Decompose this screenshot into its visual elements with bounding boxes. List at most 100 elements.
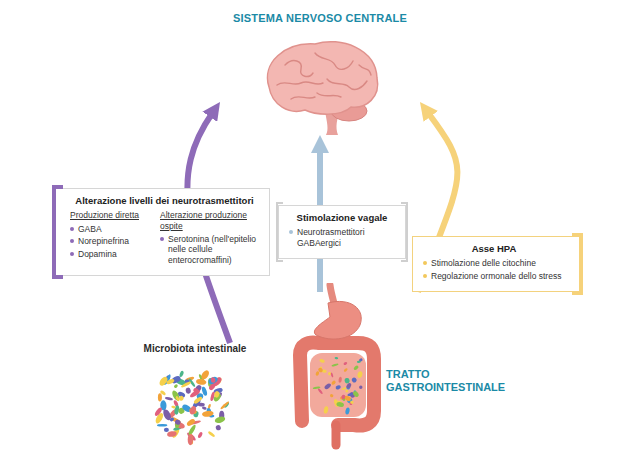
bracket	[401, 202, 408, 262]
microbe	[207, 404, 211, 409]
microbe	[197, 403, 204, 407]
microbe	[174, 419, 181, 426]
microbe	[319, 359, 325, 364]
microbe	[214, 391, 220, 399]
bullet-item: Stimolazione delle citochine	[423, 258, 565, 269]
microbe	[210, 377, 215, 383]
microbe	[315, 371, 320, 376]
illustration-label: TRATTO GASTROINTESTINALE	[386, 368, 504, 394]
microbes	[154, 369, 230, 445]
microbe	[180, 381, 191, 389]
bullet-text: Regolazione ormonale dello stress	[431, 271, 561, 282]
microbe	[171, 389, 181, 402]
microbe	[193, 387, 200, 394]
neurotransmitter-box: Alterazione livelli dei neurotrasmettito…	[55, 188, 270, 276]
microbe	[220, 401, 230, 410]
microbe	[331, 363, 338, 367]
microbe	[338, 377, 342, 383]
microbiota-illustration	[146, 362, 236, 448]
illustration-label: Microbiota intestinale	[135, 343, 255, 354]
microbe	[164, 428, 169, 432]
bullet-dot	[289, 230, 293, 234]
brain-illustration	[255, 35, 385, 135]
microbe	[202, 410, 214, 417]
section-title: SISTEMA NERVOSO CENTRALE	[220, 12, 420, 24]
large-intestine	[300, 343, 374, 426]
shape	[359, 65, 371, 75]
bullet-text: Norepinefrina	[78, 236, 129, 247]
bullet-text: Stimolazione delle citochine	[431, 258, 536, 269]
microbe	[335, 385, 341, 390]
stomach	[314, 301, 361, 339]
shape	[327, 79, 367, 89]
bullet-text: GABA	[78, 224, 102, 235]
column: Alterazione produzione ospiteSerotonina …	[160, 210, 259, 267]
microbe	[331, 380, 337, 386]
bullet-dot	[423, 274, 427, 278]
bullet-text: Dopamina	[78, 249, 117, 260]
bullet-item: Neurotrasmettitori GABAergici	[289, 227, 395, 248]
microbe	[202, 406, 207, 410]
microbe	[317, 388, 323, 395]
microbe	[173, 384, 178, 389]
microbe	[345, 407, 350, 415]
shape	[285, 61, 313, 77]
column: Produzione direttaGABANorepinefrinaDopam…	[70, 210, 152, 267]
microbe	[193, 396, 203, 405]
bullet-dot	[423, 261, 427, 265]
gut-bacteria	[313, 357, 363, 415]
bullet-item: Regolazione ormonale dello stress	[423, 271, 565, 282]
small-intestine	[310, 353, 366, 417]
gut-node: TRATTO GASTROINTESTINALE	[278, 292, 498, 448]
microbe	[208, 383, 216, 391]
column-row: Produzione direttaGABANorepinefrinaDopam…	[70, 210, 259, 267]
microbe	[215, 424, 221, 431]
column-heading: Produzione diretta	[70, 210, 152, 220]
microbe	[171, 405, 176, 409]
bullet-dot	[70, 252, 74, 256]
microbe	[353, 365, 359, 371]
bracket	[52, 185, 63, 279]
microbe	[344, 378, 350, 384]
microbe	[330, 372, 334, 377]
box-heading: Alterazione livelli dei neurotrasmettito…	[70, 195, 259, 206]
microbe	[317, 367, 323, 373]
microbe	[197, 431, 203, 438]
microbe	[162, 408, 173, 421]
microbe	[188, 434, 193, 445]
microbe	[158, 375, 169, 387]
microbe	[334, 357, 338, 360]
bullet-item: GABA	[70, 224, 152, 235]
box-heading: Asse HPA	[423, 243, 565, 254]
microbe	[336, 401, 344, 407]
microbe	[357, 371, 363, 379]
microbe	[207, 376, 218, 386]
microbe	[207, 431, 215, 438]
column-heading: Alterazione produzione ospite	[160, 210, 259, 230]
microbe	[214, 415, 226, 424]
microbe	[350, 400, 354, 404]
bullet-dot	[70, 239, 74, 243]
hpa-box: Asse HPA Stimolazione delle citochineRego…	[412, 236, 580, 292]
microbe	[165, 396, 173, 400]
microbe	[196, 378, 207, 385]
bullet-dot	[70, 227, 74, 231]
shape	[291, 97, 315, 99]
microbe	[345, 389, 349, 393]
microbe	[154, 406, 163, 417]
microbe	[189, 405, 198, 415]
microbe	[323, 406, 329, 414]
microbe	[185, 387, 191, 394]
shape	[315, 53, 353, 69]
cerebrum	[267, 42, 377, 114]
microbe	[343, 361, 348, 365]
microbe	[343, 368, 348, 373]
gut-illustration	[278, 283, 388, 450]
microbe	[158, 393, 162, 401]
bullet-item: Serotonina (nell'epitelio nelle cellule …	[160, 234, 259, 266]
microbe	[344, 395, 352, 402]
microbe	[352, 390, 360, 398]
vagal-box: Stimolazione vagaleNeurotrasmettitori GA…	[278, 205, 406, 259]
bullet-text: Serotonina (nell'epitelio nelle cellule …	[168, 234, 259, 266]
